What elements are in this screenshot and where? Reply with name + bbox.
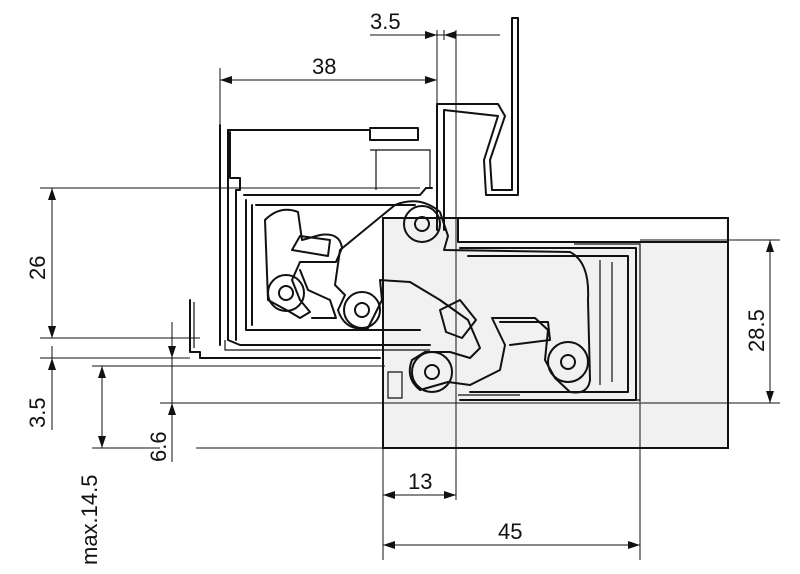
left-hinge-housing bbox=[189, 124, 433, 359]
dimension-right-height-label: 28.5 bbox=[744, 309, 769, 352]
pivot-pin-middle bbox=[343, 291, 381, 329]
dimension-body-depth-label: 38 bbox=[312, 54, 336, 79]
dimension-right-height: 28.5 bbox=[640, 239, 780, 404]
dimension-vertical-offset-label: 6.6 bbox=[146, 431, 171, 462]
dimension-max-depth: max.14.5 bbox=[77, 365, 385, 566]
dimension-bottom-width-label: 45 bbox=[498, 519, 522, 544]
dimension-left-offset: 3.5 bbox=[25, 326, 190, 430]
dimension-top-gap-label: 3.5 bbox=[370, 9, 401, 34]
pivot-pin-right bbox=[547, 341, 589, 383]
dimension-left-offset-label: 3.5 bbox=[25, 397, 50, 428]
dimension-max-depth-label: max.14.5 bbox=[77, 475, 102, 566]
dimension-body-depth: 38 bbox=[219, 54, 437, 125]
dimension-top-gap: 3.5 bbox=[370, 9, 500, 104]
pivot-pin-top bbox=[403, 205, 441, 243]
dimension-left-height: 26 bbox=[25, 187, 420, 339]
dimension-left-height-label: 26 bbox=[25, 256, 50, 280]
frame-profile bbox=[436, 17, 519, 231]
pivot-pin-left bbox=[267, 274, 305, 312]
dimension-vertical-offset: 6.6 bbox=[146, 322, 640, 462]
pivot-pins bbox=[267, 205, 589, 393]
dimension-bottom-offset-label: 13 bbox=[408, 469, 432, 494]
dimension-bottom-offset: 13 bbox=[382, 448, 456, 560]
pivot-pin-bottom bbox=[411, 351, 453, 393]
dimension-bottom-width: 45 bbox=[383, 403, 641, 560]
